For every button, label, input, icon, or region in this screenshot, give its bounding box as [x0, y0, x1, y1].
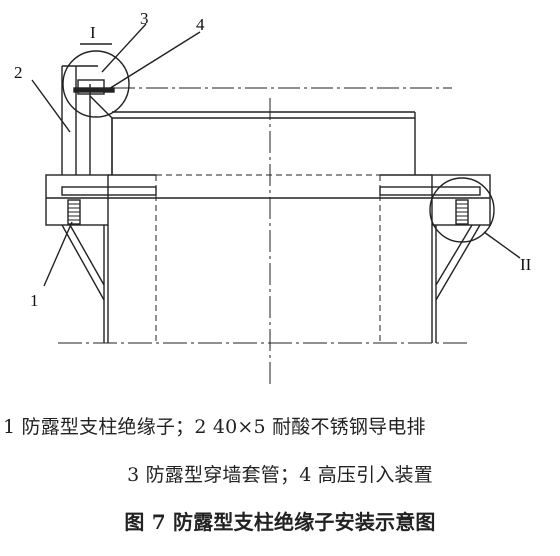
label-4: 4 [196, 15, 205, 34]
post-insulator-left [67, 199, 81, 225]
conductor-bar-right [379, 186, 481, 196]
transformer-housing [111, 111, 416, 343]
leader-1 [43, 221, 73, 287]
installation-diagram: I 3 4 2 1 II [14, 9, 532, 384]
figure-title: 图 7 防露型支柱绝缘子安装示意图 [124, 510, 436, 534]
post-insulator-right [455, 199, 469, 225]
label-3: 3 [140, 9, 149, 28]
label-2: 2 [14, 63, 23, 82]
wall-bushing [73, 79, 115, 95]
leader-II [483, 231, 521, 259]
detail-circle-I [62, 50, 130, 118]
label-I: I [90, 23, 96, 42]
leader-3 [101, 23, 147, 73]
right-bracket [431, 174, 491, 343]
legend-line-1: 1 防露型支柱绝缘子；2 40×5 耐酸不锈钢导电排 [3, 416, 426, 438]
legend-line-2: 3 防露型穿墙套管；4 高压引入装置 [127, 464, 433, 486]
conductor-bar-left [61, 186, 157, 196]
left-bracket [45, 174, 109, 343]
detail-circle-II [429, 177, 495, 243]
label-1: 1 [30, 291, 39, 310]
leader-2 [31, 79, 71, 133]
leader-4 [103, 31, 201, 93]
label-II: II [520, 255, 532, 274]
